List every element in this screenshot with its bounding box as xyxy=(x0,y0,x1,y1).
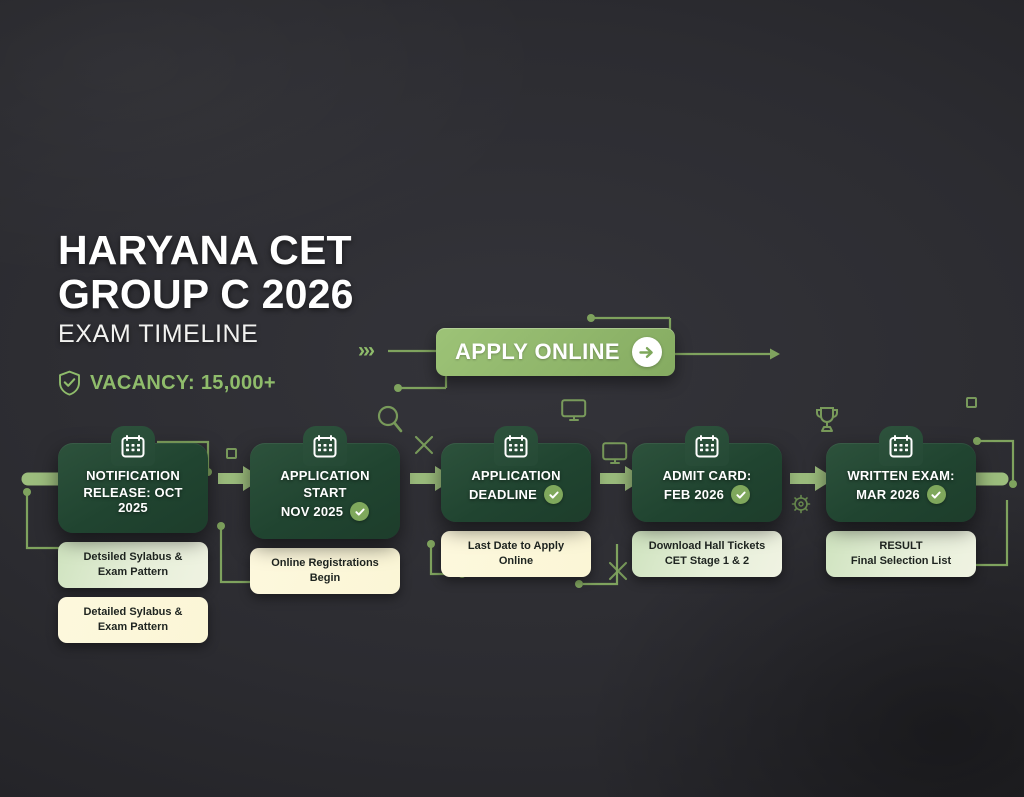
timeline-node-date: MAR 2026 xyxy=(856,487,920,502)
vacancy-label: VACANCY: 15,000+ xyxy=(90,371,276,394)
timeline-node-date: NOV 2025 xyxy=(280,504,344,519)
caption-line2: Final Selection List xyxy=(850,555,952,567)
check-circle-icon xyxy=(926,485,946,504)
timeline-node-title: WRITTEN EXAM: xyxy=(847,468,955,483)
arrow-right-circle-icon xyxy=(631,337,662,367)
sparkle-cross-icon xyxy=(607,560,629,582)
timeline-node-title: NOTIFICATION xyxy=(86,468,180,483)
timeline-node-card[interactable]: APPLICATION START NOV 2025 xyxy=(250,426,400,539)
caption-line2: CET Stage 1 & 2 xyxy=(664,555,750,567)
timeline-node[interactable]: ADMIT CARD: FEB 2026 Download Hall Ticke… xyxy=(632,426,782,577)
check-circle-icon xyxy=(731,485,751,504)
timeline-node-date: DEADLINE xyxy=(468,487,538,502)
vacancy-badge: VACANCY: 15,000+ xyxy=(58,370,478,396)
sparkle-cross-icon xyxy=(413,434,435,456)
caption-line1: Online Registrations xyxy=(271,557,379,569)
calendar-icon xyxy=(879,426,923,466)
square-outline-icon xyxy=(966,397,977,408)
timeline-node[interactable]: APPLICATION DEADLINE Last Date to Apply … xyxy=(441,426,591,577)
timeline-node-card[interactable]: APPLICATION DEADLINE xyxy=(441,426,591,522)
timeline-node[interactable]: WRITTEN EXAM: MAR 2026 RESULT Final Sele… xyxy=(826,426,976,577)
calendar-icon xyxy=(111,426,155,466)
page-subtitle: EXAM TIMELINE xyxy=(58,320,259,348)
caption-line2: Exam Pattern xyxy=(97,621,169,633)
timeline-node-caption: Detsiled Sylabus & Exam Pattern xyxy=(58,542,208,588)
timeline-node-title: APPLICATION START xyxy=(280,468,370,500)
caption-line1: Last Date to Apply xyxy=(467,540,565,552)
timeline-node[interactable]: NOTIFICATION RELEASE: OCT 2025 Detsiled … xyxy=(58,426,208,643)
timeline-node-card[interactable]: ADMIT CARD: FEB 2026 xyxy=(632,426,782,522)
trophy-icon xyxy=(814,406,840,434)
timeline-node-date-row: DEADLINE xyxy=(451,485,581,504)
timeline-node-caption: Online Registrations Begin xyxy=(250,548,400,594)
caption-line2: Exam Pattern xyxy=(97,566,169,578)
square-outline-icon xyxy=(226,448,237,459)
magnifier-icon xyxy=(375,404,405,436)
calendar-icon xyxy=(494,426,538,466)
page-title-line1: HARYANA CET xyxy=(58,227,352,273)
page-title-line2: GROUP C 2026 xyxy=(58,271,354,317)
timeline-node-date-row: NOV 2025 xyxy=(260,502,390,521)
timeline-node-title: ADMIT CARD: xyxy=(662,468,752,483)
calendar-icon xyxy=(303,426,347,466)
caption-line1: Detsiled Sylabus & xyxy=(83,551,183,563)
caption-line1: RESULT xyxy=(879,540,923,552)
timeline-node-caption: RESULT Final Selection List xyxy=(826,531,976,577)
caption-line1: Detailed Sylabus & xyxy=(83,606,183,618)
gear-icon xyxy=(791,494,811,514)
apply-online-row: ››› APPLY ONLINE xyxy=(358,328,788,380)
timeline-node-date-row: FEB 2026 xyxy=(642,485,772,504)
timeline-node-caption: Download Hall Tickets CET Stage 1 & 2 xyxy=(632,531,782,577)
caption-line2: Online xyxy=(498,555,534,567)
check-circle-icon xyxy=(544,485,564,504)
monitor-icon xyxy=(602,442,628,466)
caption-line2: Begin xyxy=(309,572,341,584)
timeline-node-date: FEB 2026 xyxy=(663,487,725,502)
monitor-icon xyxy=(561,399,587,423)
caption-line1: Download Hall Tickets xyxy=(648,540,766,552)
timeline-node-date: RELEASE: OCT 2025 xyxy=(83,485,183,515)
title-block: HARYANA CET GROUP C 2026 EXAM TIMELINE V… xyxy=(58,228,478,396)
check-circle-icon xyxy=(350,502,370,521)
timeline-node[interactable]: APPLICATION START NOV 2025 Online Regist… xyxy=(250,426,400,594)
timeline-node-caption: Last Date to Apply Online xyxy=(441,531,591,577)
calendar-icon xyxy=(685,426,729,466)
apply-online-label: APPLY ONLINE xyxy=(455,339,620,364)
apply-online-button[interactable]: APPLY ONLINE xyxy=(436,328,675,376)
timeline-node-card[interactable]: NOTIFICATION RELEASE: OCT 2025 xyxy=(58,426,208,533)
triple-chevron-right-icon: ››› xyxy=(358,339,375,362)
timeline-node-caption: Detailed Sylabus & Exam Pattern xyxy=(58,597,208,643)
timeline-node-date-row: RELEASE: OCT 2025 xyxy=(68,485,198,515)
timeline-node-card[interactable]: WRITTEN EXAM: MAR 2026 xyxy=(826,426,976,522)
timeline-node-title: APPLICATION xyxy=(471,468,561,483)
timeline-node-date-row: MAR 2026 xyxy=(836,485,966,504)
shield-check-icon xyxy=(58,370,81,396)
timeline-arrow xyxy=(790,466,835,491)
